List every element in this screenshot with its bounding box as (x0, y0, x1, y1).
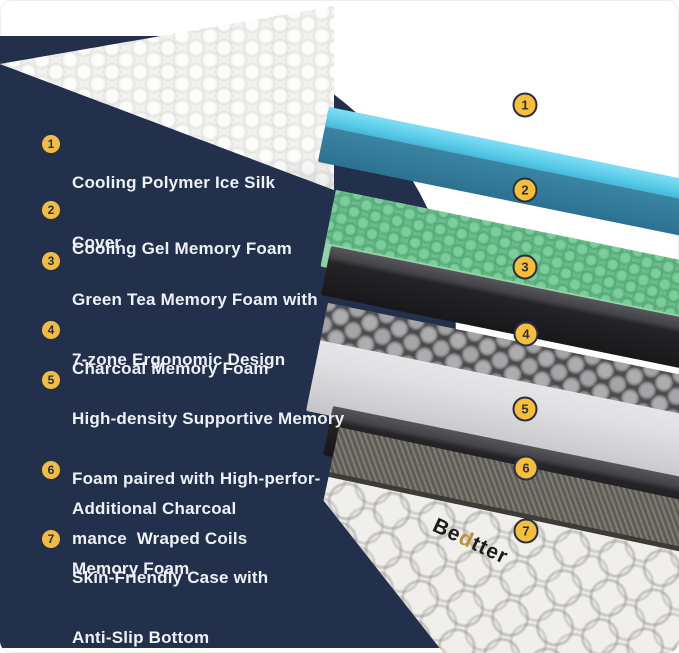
layer-3-marker: 3 (512, 254, 538, 280)
feature-5-label: High-density Supportive Memory Foam pair… (72, 369, 344, 589)
feature-6-label: Additional Charcoal Memory Foam (72, 459, 236, 619)
feature-7-label: Skin-Friendly Case with Anti-Slip Bottom (72, 528, 268, 653)
feature-6-line-1: Additional Charcoal (72, 499, 237, 518)
feature-item-2: 2 Cooling Gel Memory Foam (42, 199, 292, 299)
feature-2-badge: 2 (42, 201, 60, 219)
feature-3-line-1: Green Tea Memory Foam with (72, 290, 318, 309)
feature-1-line-2: Cover (72, 233, 122, 252)
feature-item-3: 3 Green Tea Memory Foam with 7-zone Ergo… (42, 250, 318, 410)
feature-1-badge: 1 (42, 135, 60, 153)
layer-7-marker: 7 (513, 518, 539, 544)
feature-2-line-1: Cooling Gel Memory Foam (72, 239, 292, 258)
layer-2-marker: 2 (512, 177, 538, 203)
feature-5-line-2: Foam paired with High-perfor- (72, 469, 321, 488)
layer-5-marker: 5 (512, 396, 538, 422)
feature-item-5: 5 High-density Supportive Memory Foam pa… (42, 369, 344, 589)
feature-5-badge: 5 (42, 371, 60, 389)
feature-3-label: Green Tea Memory Foam with 7-zone Ergono… (72, 250, 318, 410)
layer-4-marker: 4 (513, 321, 539, 347)
feature-item-1: 1 Cooling Polymer Ice Silk Cover (42, 133, 275, 293)
feature-1-label: Cooling Polymer Ice Silk Cover (72, 133, 275, 293)
feature-item-4: 4 Charcoal Memory Foam (42, 319, 269, 419)
feature-4-badge: 4 (42, 321, 60, 339)
feature-item-7: 7 Skin-Friendly Case with Anti-Slip Bott… (42, 528, 268, 653)
feature-3-line-2: 7-zone Ergonomic Design (72, 350, 286, 369)
brand-logo-suffix: tter (467, 531, 512, 569)
feature-7-line-1: Skin-Friendly Case with (72, 568, 269, 587)
feature-2-label: Cooling Gel Memory Foam (72, 199, 292, 299)
feature-1-line-1: Cooling Polymer Ice Silk (72, 173, 276, 192)
feature-4-line-1: Charcoal Memory Foam (72, 359, 269, 378)
feature-6-line-2: Memory Foam (72, 559, 190, 578)
feature-item-6: 6 Additional Charcoal Memory Foam (42, 459, 236, 619)
feature-6-badge: 6 (42, 461, 60, 479)
feature-5-line-3: mance Wraped Coils (72, 529, 248, 548)
feature-5-line-1: High-density Supportive Memory (72, 409, 345, 428)
layer-1-marker: 1 (512, 92, 538, 118)
layer-6-marker: 6 (513, 455, 539, 481)
brand-logo: Bedtter (429, 514, 512, 570)
feature-7-line-2: Anti-Slip Bottom (72, 628, 210, 647)
feature-3-badge: 3 (42, 252, 60, 270)
feature-7-badge: 7 (42, 530, 60, 548)
feature-4-label: Charcoal Memory Foam (72, 319, 269, 419)
